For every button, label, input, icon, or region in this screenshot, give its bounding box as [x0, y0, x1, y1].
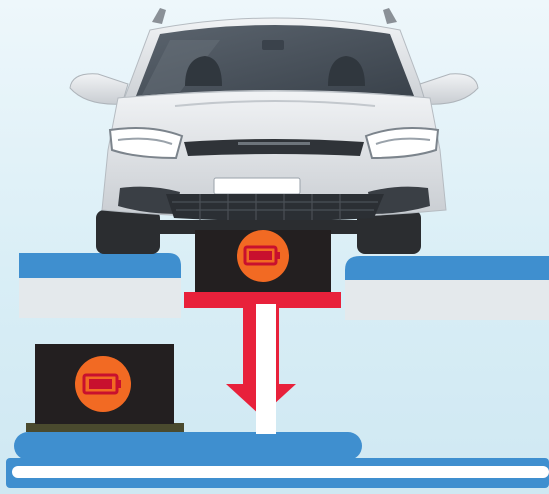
right-lift-platform [345, 256, 549, 320]
battery-full-icon [237, 230, 289, 282]
car [70, 8, 478, 254]
lower-platform [14, 432, 362, 460]
ground-rail [6, 458, 549, 488]
license-plate [214, 178, 300, 194]
spare-battery [26, 344, 184, 432]
installed-battery [195, 230, 331, 294]
arrow-down-icon [184, 292, 341, 434]
battery-full-icon [75, 356, 131, 412]
left-lift-platform [19, 253, 181, 318]
